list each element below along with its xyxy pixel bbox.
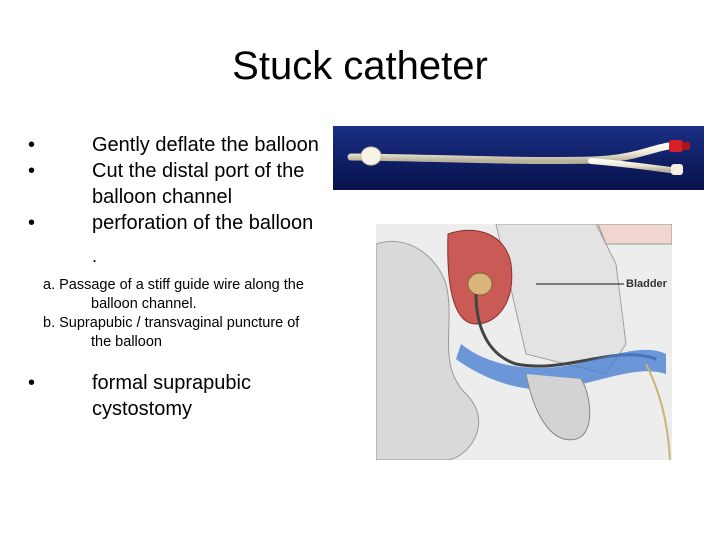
bullet-text: Cut the distal port of the: [92, 160, 305, 182]
trailing-mark: .: [92, 246, 98, 266]
sub-item: b. Suprapubic / transvaginal puncture of…: [43, 314, 353, 352]
bullet-list: • Gently deflate the balloon • Cut the d…: [28, 132, 358, 236]
sub-item-line: balloon channel.: [91, 296, 197, 312]
bullet-item: • formal suprapubic: [28, 370, 358, 396]
bullet-marker: •: [28, 372, 36, 394]
bullet-text: formal suprapubic: [92, 372, 251, 394]
slide-title: Stuck catheter: [232, 44, 488, 88]
anatomy-drawing: [375, 223, 673, 461]
sub-item: a. Passage of a stiff guide wire along t…: [43, 276, 353, 314]
sub-item-line: a. Passage of a stiff guide wire along t…: [43, 277, 304, 293]
sub-list: a. Passage of a stiff guide wire along t…: [43, 276, 353, 352]
bullet-item-continuation: cystostomy: [28, 396, 358, 422]
foley-catheter-photo: [333, 126, 704, 190]
bullet-text: cystostomy: [92, 398, 193, 420]
bullet-item-continuation: balloon channel: [28, 184, 358, 210]
bullet-item: • Gently deflate the balloon: [28, 132, 358, 158]
bullet-marker: •: [28, 212, 36, 234]
pelvic-anatomy-illustration: [375, 223, 673, 461]
bladder-label: Bladder: [626, 278, 667, 290]
bullet-item: • Cut the distal port of the: [28, 158, 358, 184]
bullet-text: perforation of the balloon: [92, 212, 314, 234]
bullet-text: Gently deflate the balloon: [92, 134, 319, 156]
sub-item-line: the balloon: [91, 334, 162, 350]
bullet-item: • perforation of the balloon: [28, 210, 358, 236]
last-bullet: • formal suprapubic cystostomy: [28, 370, 358, 422]
bullet-marker: •: [28, 134, 36, 156]
bullet-marker: •: [28, 160, 36, 182]
sub-item-line: b. Suprapubic / transvaginal puncture of: [43, 315, 300, 331]
bullet-text: balloon channel: [92, 186, 233, 208]
